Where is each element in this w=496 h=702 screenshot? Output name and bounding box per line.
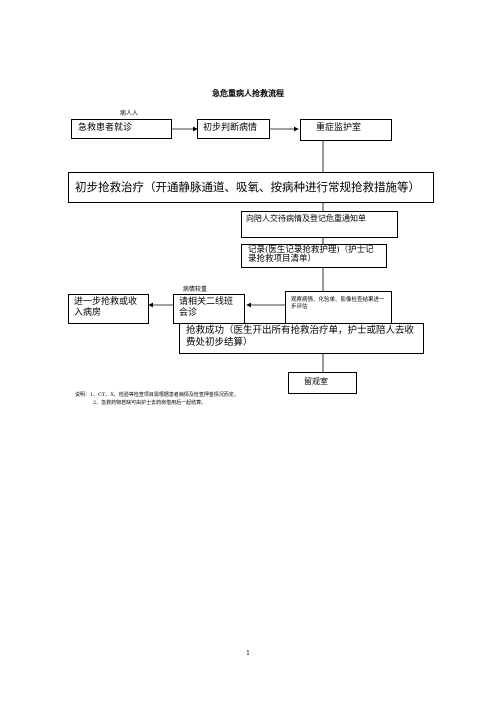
page-number: 1 [246, 650, 250, 657]
note-line-2: 2、急救药物若缺可由护士去药房借用后一起结算。 [93, 400, 207, 406]
emergency-box: 急救患者就诊 [71, 119, 172, 139]
page-title: 急危重病人抢救流程 [212, 88, 284, 98]
admit-ward-box: 进一步抢救或收入病房 [68, 294, 149, 324]
initial-treatment-box: 初步抢救治疗（开通静脉通道、吸氧、按病种进行常规抢救措施等） [68, 172, 434, 203]
initial-assess-box: 初步判断病情 [197, 119, 270, 139]
record-box: 记录(医生记录抢救护理)（护士记录抢救项目清单） [241, 244, 387, 268]
arrival-label: 病人入 [120, 110, 139, 117]
notify-box: 向陪人交待病情及登记危重通知单 [241, 211, 398, 238]
assess-label: 病情较重 [183, 286, 208, 293]
observe-box: 观察病情、化验单、影像检查结果进一步评估 [285, 291, 392, 328]
observation-room-box: 留观室 [288, 372, 357, 394]
note-line-1: 说明：1、CT、X、检验等检查项目需根据患者病情及检查押金情况而定。 [75, 392, 239, 398]
consult-box: 请相关二线班会诊 [173, 294, 245, 324]
icu-box: 重症监护室 [300, 119, 392, 141]
success-box: 抢救成功（医生开出所有抢救治疗单，护士或陪人去收费处初步结算） [179, 323, 424, 354]
